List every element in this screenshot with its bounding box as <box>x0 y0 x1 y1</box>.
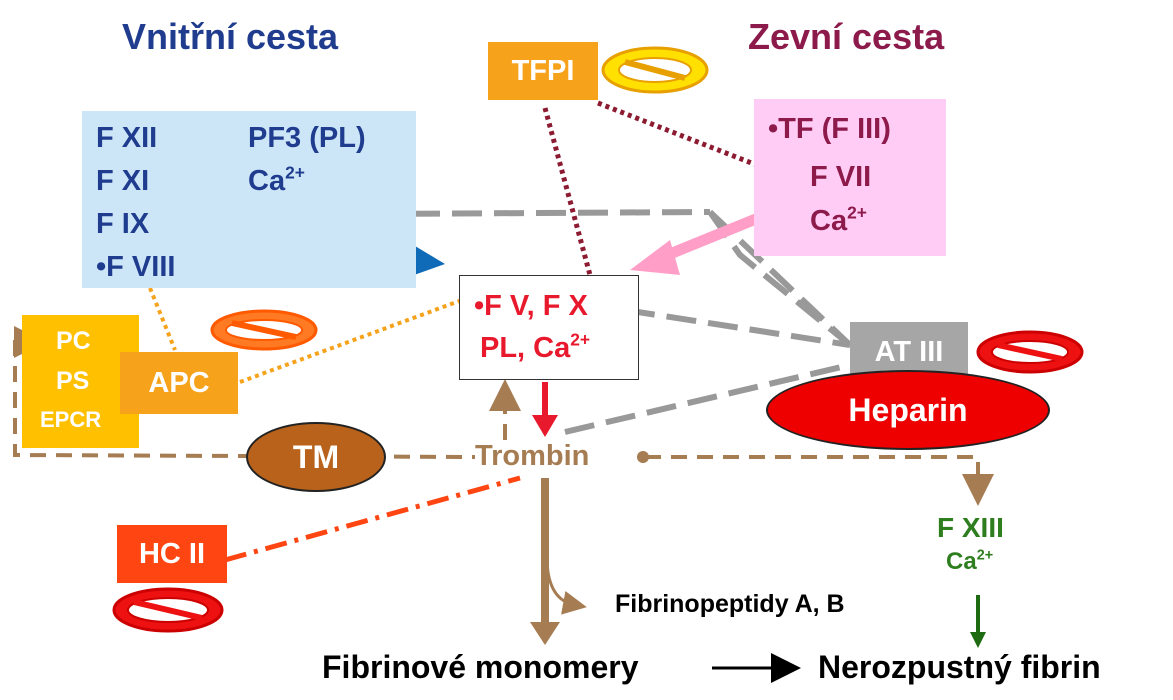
intrinsic-box: F XII F XI F IX •F VIII PF3 (PL) Ca2+ <box>82 111 416 288</box>
epcr-label: EPCR <box>40 407 102 432</box>
center-to-thrombin-arrow <box>532 382 558 437</box>
protein-c-box: PC PS EPCR <box>22 315 139 448</box>
hc2-line <box>224 475 521 563</box>
pc-label: PC <box>56 327 91 355</box>
f13-label: F XIII <box>937 512 1004 543</box>
f5-f10-label: •F V, F X <box>474 290 588 322</box>
extrinsic-title: Zevní cesta <box>748 16 945 57</box>
factor-f8: •F VIII <box>96 251 176 283</box>
extrinsic-calcium-label: Ca2+ <box>810 202 867 237</box>
intrinsic-cofactors: PF3 (PL) Ca2+ <box>248 117 366 203</box>
ps-label: PS <box>56 367 90 395</box>
factor-f9: F IX <box>96 208 150 240</box>
extrinsic-box: •TF (F III) F VII Ca2+ <box>754 99 946 256</box>
fibrinopeptides-label: Fibrinopeptidy A, B <box>615 590 845 618</box>
intrinsic-factor-list: F XII F XI F IX •F VIII <box>96 117 175 289</box>
f13-calcium-label: Ca2+ <box>946 547 994 575</box>
calcium-label: Ca2+ <box>248 162 305 197</box>
factor-f11: F XI <box>96 165 150 197</box>
thrombin-dot <box>637 451 649 463</box>
heparin-cofactor-box: HC II <box>117 525 227 583</box>
inhibition-icon <box>210 309 318 351</box>
tissue-factor-label: •TF (F III) <box>768 113 891 145</box>
apc-box: APC <box>120 352 238 414</box>
pf3-label: PF3 (PL) <box>248 122 366 154</box>
insoluble-fibrin-label: Nerozpustný fibrin <box>818 649 1101 685</box>
tfpi-box: TFPI <box>488 42 598 100</box>
thrombin-to-monomers-arrow <box>530 478 587 645</box>
thrombin-label: Trombin <box>475 440 590 472</box>
thrombomodulin-ellipse: TM <box>246 422 386 492</box>
factor-f7: F VII <box>810 161 872 193</box>
fibrin-monomers-label: Fibrinové monomery <box>322 649 639 685</box>
inhibition-icon <box>112 587 224 633</box>
prothrombinase-box: •F V, F X PL, Ca2+ <box>459 275 639 380</box>
inhibition-icon <box>976 330 1084 374</box>
f13-arrow <box>970 595 986 648</box>
pl-calcium-label: PL, Ca2+ <box>480 329 591 364</box>
factor-f12: F XII <box>96 122 158 154</box>
inhibition-icon <box>601 46 709 94</box>
intrinsic-title: Vnitřní cesta <box>122 16 339 57</box>
heparin-ellipse: Heparin <box>766 370 1050 450</box>
